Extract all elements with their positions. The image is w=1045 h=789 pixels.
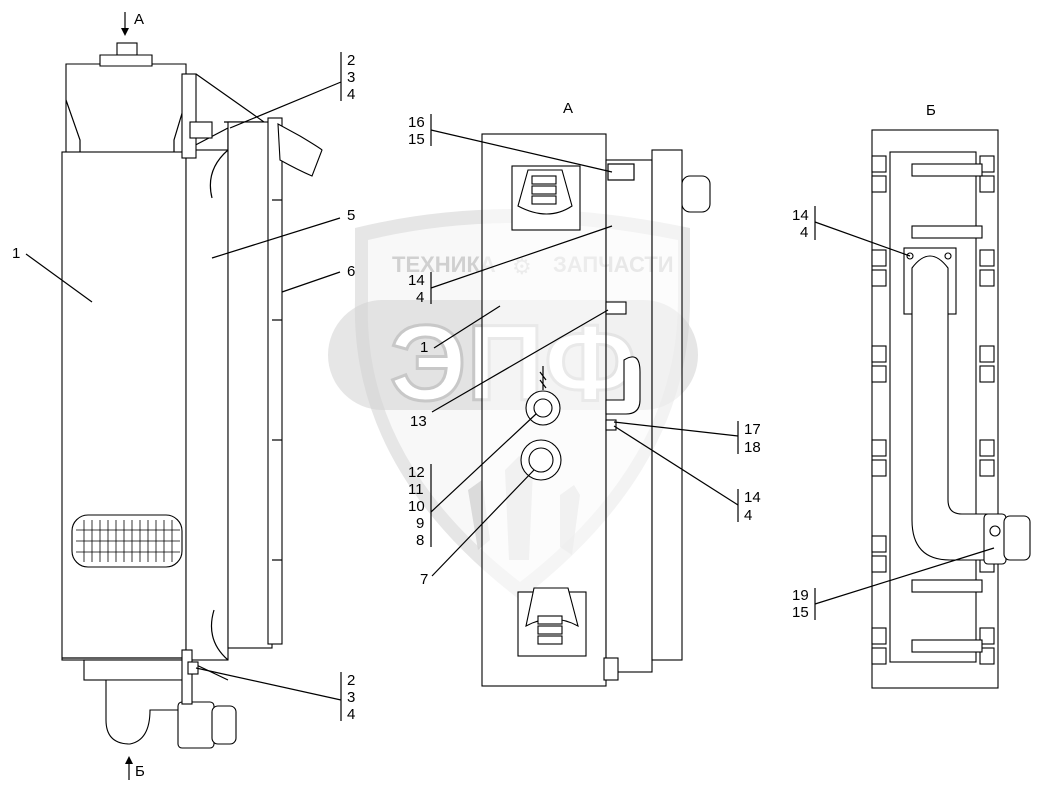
- view-b-outlet-pipe: [1003, 515, 1031, 561]
- outlet-fitting: [177, 701, 215, 749]
- svg-text:12: 12: [408, 464, 425, 481]
- bottom-tank: [83, 659, 187, 681]
- watermark-text-left: ТЕХНИКА: [392, 252, 496, 277]
- view-a-title: А: [563, 100, 573, 117]
- callout-a-16-15: 16 15: [408, 114, 613, 173]
- svg-text:11: 11: [408, 481, 424, 498]
- callout-side-top-group: 2 3 4: [229, 52, 355, 129]
- view-b: Б: [871, 102, 1031, 689]
- view-a-inlet-pipe: [681, 175, 711, 213]
- callout-a-13: 13: [410, 309, 609, 430]
- cooler-section: [185, 149, 229, 661]
- shroud-flange: [267, 117, 283, 645]
- callout-a-1: 1: [420, 305, 501, 356]
- callout-a-7: 7: [420, 469, 535, 588]
- svg-text:14: 14: [744, 489, 761, 506]
- lifting-eye-top: [511, 165, 581, 231]
- view-a-shroud: [651, 149, 683, 661]
- callout-side-5: 5: [211, 207, 355, 259]
- svg-text:6: 6: [347, 263, 355, 280]
- view-b-long-pipe: [911, 255, 995, 561]
- svg-text:3: 3: [347, 69, 355, 86]
- svg-text:Б: Б: [135, 763, 145, 780]
- view-a-hose-elbow: [605, 356, 641, 415]
- callout-side-6: 6: [281, 263, 355, 293]
- top-bolt: [189, 121, 213, 139]
- view-arrow-top: А: [121, 11, 144, 36]
- svg-text:4: 4: [347, 706, 355, 723]
- svg-text:7: 7: [420, 571, 428, 588]
- callout-side-bottom-group: 2 3 4: [195, 667, 355, 723]
- top-tank: [65, 63, 187, 153]
- callout-a-14-4-right: 14 4: [613, 425, 761, 524]
- svg-text:14: 14: [408, 272, 425, 289]
- svg-text:3: 3: [347, 689, 355, 706]
- svg-text:16: 16: [408, 114, 425, 131]
- view-b-outlet-fitting: [983, 513, 1007, 565]
- svg-text:17: 17: [744, 421, 761, 438]
- svg-text:1: 1: [420, 339, 428, 356]
- callout-a-17-18: 17 18: [613, 421, 761, 456]
- upper-inlet-pipe: [277, 123, 323, 177]
- top-bracket: [181, 73, 197, 159]
- callout-a-12-8: 12 11 10 9 8: [408, 413, 537, 549]
- svg-text:10: 10: [408, 498, 425, 515]
- callout-b-19-15: 19 15: [792, 547, 995, 621]
- view-arrow-bottom: Б: [125, 756, 145, 780]
- bottom-bracket: [181, 649, 193, 705]
- svg-text:14: 14: [792, 207, 809, 224]
- svg-text:4: 4: [744, 507, 752, 524]
- svg-text:4: 4: [347, 86, 355, 103]
- top-tank-neck: [99, 54, 153, 67]
- view-a-side-section: [605, 159, 653, 673]
- callout-b-14-4: 14 4: [792, 206, 911, 257]
- svg-text:15: 15: [408, 131, 425, 148]
- side-view: [61, 42, 323, 749]
- view-b-title: Б: [926, 102, 936, 119]
- svg-text:2: 2: [347, 52, 355, 69]
- svg-text:19: 19: [792, 587, 809, 604]
- svg-text:8: 8: [416, 532, 424, 549]
- svg-text:4: 4: [800, 224, 808, 241]
- radiator-core: [61, 151, 187, 661]
- filler-cap: [116, 42, 138, 56]
- outlet-pipe: [211, 705, 237, 745]
- view-a: А: [481, 100, 711, 687]
- lifting-eye-bottom: [517, 587, 587, 657]
- svg-text:13: 13: [410, 413, 427, 430]
- svg-text:5: 5: [347, 207, 355, 224]
- svg-text:18: 18: [744, 439, 761, 456]
- svg-text:4: 4: [416, 289, 424, 306]
- svg-text:2: 2: [347, 672, 355, 689]
- bottom-outlet-elbow: [105, 679, 187, 745]
- svg-text:9: 9: [416, 515, 424, 532]
- callout-a-14-4-left: 14 4: [408, 225, 613, 306]
- callout-side-1: 1: [12, 245, 93, 303]
- svg-text:А: А: [134, 11, 144, 28]
- view-b-straps: [911, 163, 983, 653]
- svg-text:15: 15: [792, 604, 809, 621]
- svg-text:1: 1: [12, 245, 20, 262]
- fan-shroud: [227, 121, 273, 649]
